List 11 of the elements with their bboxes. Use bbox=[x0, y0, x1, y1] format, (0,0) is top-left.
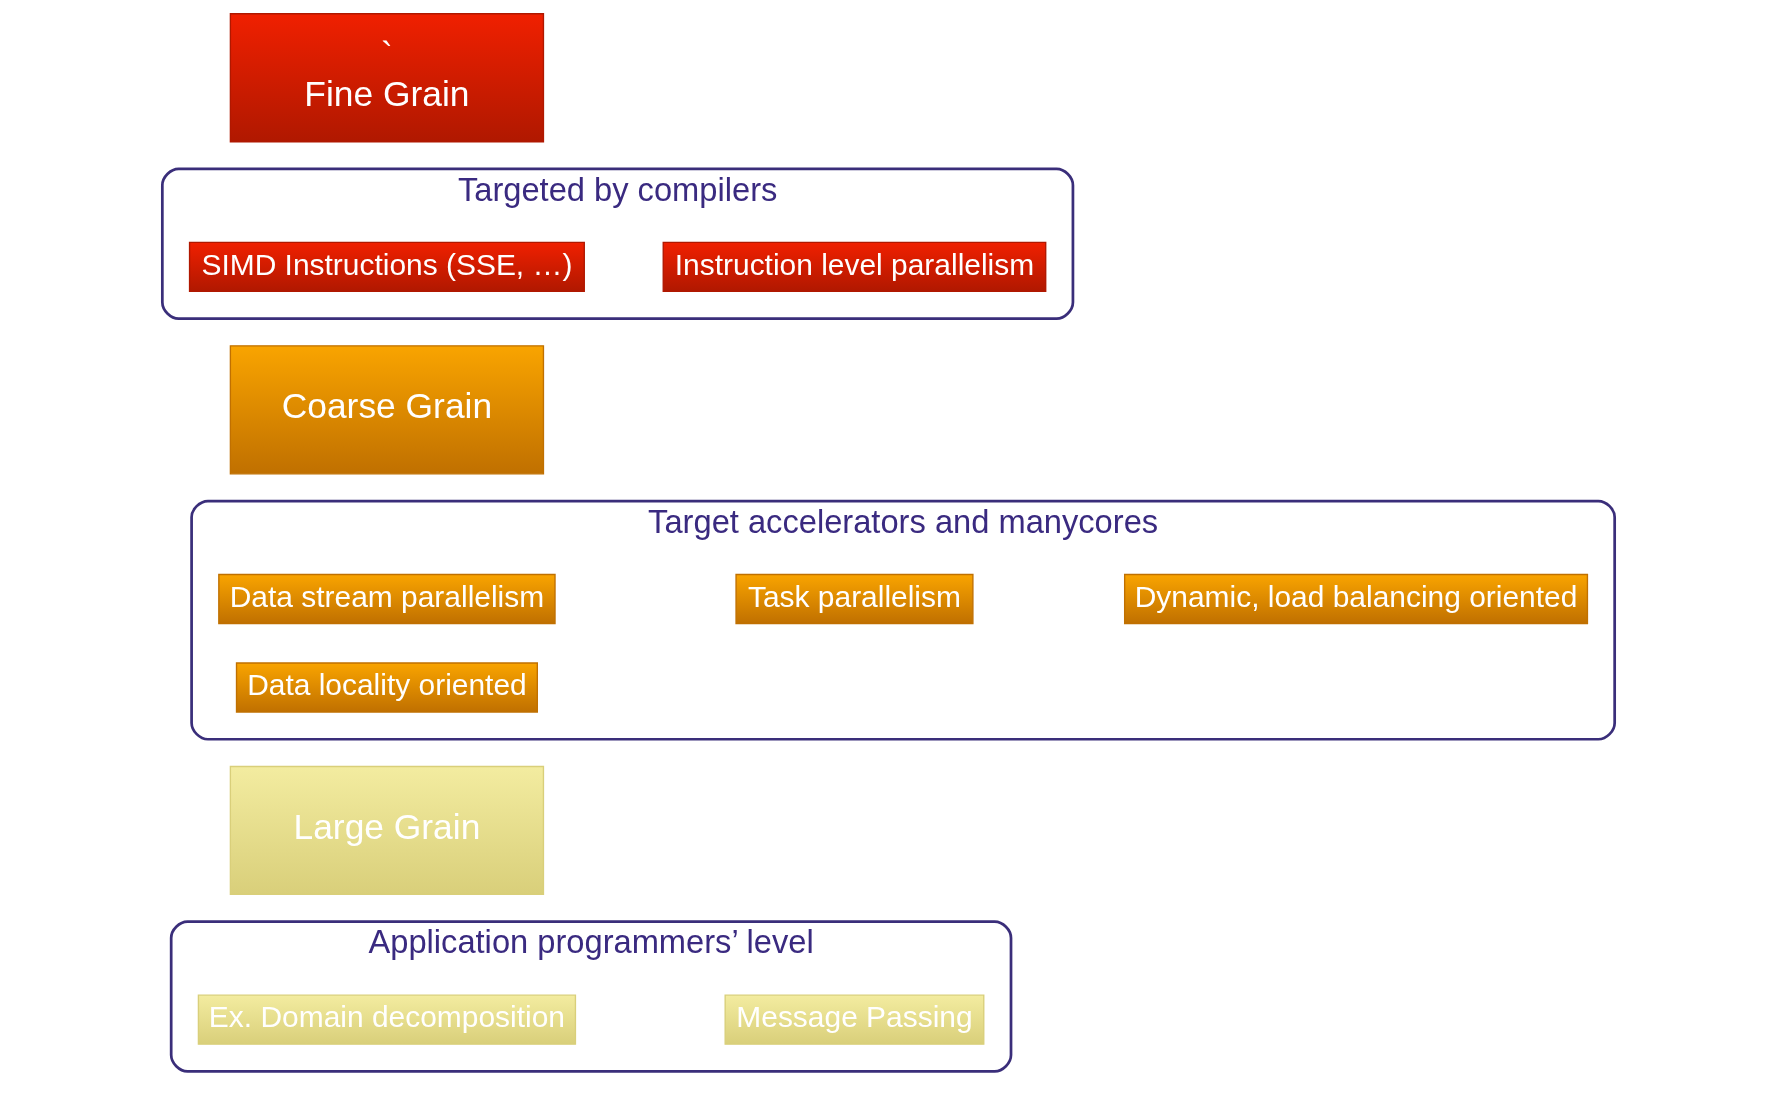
node-box: Data stream parallelism bbox=[217, 573, 556, 625]
node-box: Ex. Domain decomposition bbox=[197, 994, 576, 1045]
node-box: Coarse Grain bbox=[229, 345, 544, 475]
node-box: Data locality oriented bbox=[235, 662, 538, 713]
node-box: ` Fine Grain bbox=[229, 13, 544, 143]
node-box: SIMD Instructions (SSE, …) bbox=[188, 241, 585, 293]
node-box: Instruction level parallelism bbox=[662, 241, 1046, 293]
node-box: Dynamic, load balancing oriented bbox=[1123, 573, 1588, 625]
node-box: Message Passing bbox=[724, 994, 984, 1045]
node-box: Task parallelism bbox=[734, 573, 974, 625]
node-box: Large Grain bbox=[229, 765, 544, 896]
